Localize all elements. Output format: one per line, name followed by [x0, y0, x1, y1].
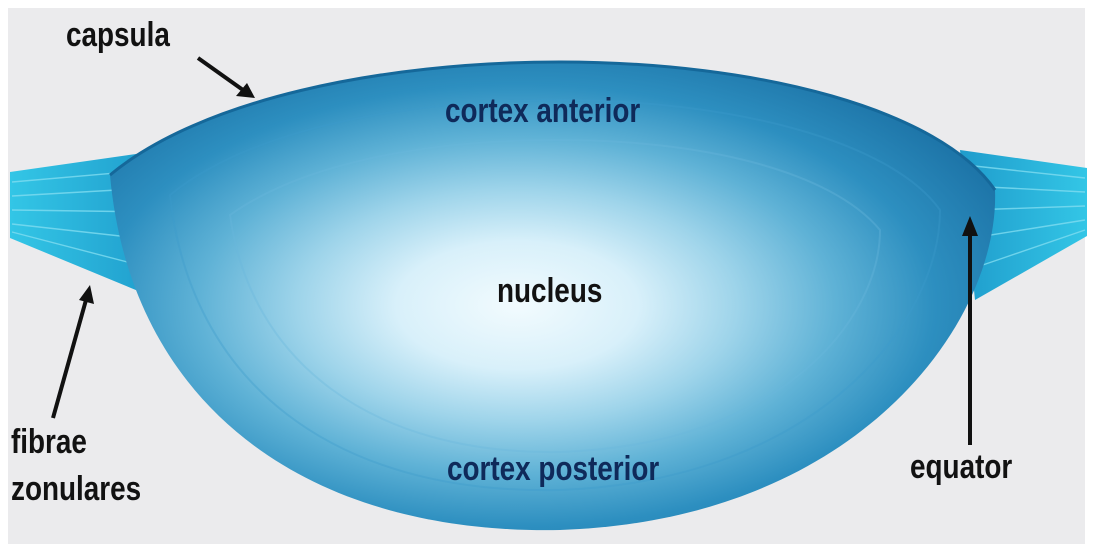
label-cortex-anterior: cortex anterior	[445, 94, 640, 130]
label-cortex-posterior: cortex posterior	[447, 452, 659, 488]
label-equator: equator	[910, 450, 1012, 486]
label-fibrae-line2: zonulares	[11, 472, 141, 508]
label-capsula: capsula	[66, 18, 170, 54]
label-nucleus: nucleus	[497, 274, 602, 310]
label-fibrae-line1: fibrae	[11, 425, 87, 461]
